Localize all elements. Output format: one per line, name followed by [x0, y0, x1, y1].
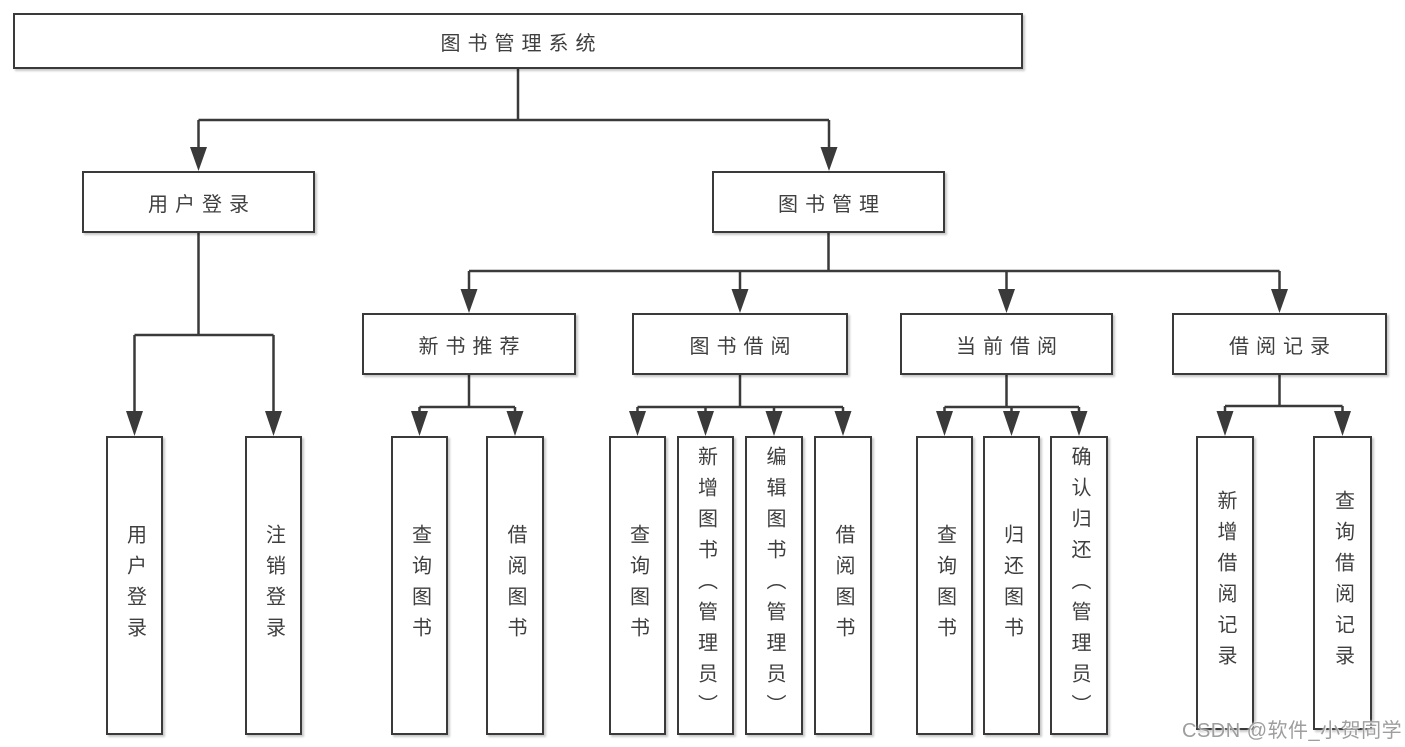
node-book-management-label: 图书管理: [778, 193, 886, 216]
node-leaf-borrow-query-books: 查询图书: [609, 436, 666, 735]
node-current-borrow-label: 当前借阅: [956, 335, 1064, 358]
node-leaf-return-books-label: 归还图书: [1000, 523, 1023, 648]
node-borrow-records: 借阅记录: [1172, 313, 1387, 375]
connector-currentborrow-to-children: [936, 375, 1088, 436]
node-leaf-borrow-query-books-label: 查询图书: [626, 523, 649, 648]
node-leaf-add-borrow-record: 新增借阅记录: [1196, 436, 1254, 730]
node-leaf-edit-books-admin: 编辑图书（管理员）: [745, 436, 803, 735]
connector-bookborrow-to-children: [629, 375, 852, 436]
node-leaf-newbook-borrow-books: 借阅图书: [486, 436, 544, 735]
node-leaf-add-borrow-record-label: 新增借阅记录: [1214, 490, 1236, 676]
node-leaf-user-login: 用户登录: [106, 436, 163, 735]
node-leaf-newbook-query-books: 查询图书: [391, 436, 448, 735]
node-root-label: 图书管理系统: [440, 32, 603, 55]
node-leaf-newbook-query-books-label: 查询图书: [408, 523, 431, 648]
node-leaf-logout: 注销登录: [245, 436, 302, 735]
node-root: 图书管理系统: [13, 13, 1023, 69]
node-leaf-current-query-books-label: 查询图书: [933, 523, 956, 648]
node-new-book-recommend-label: 新书推荐: [418, 335, 527, 358]
node-user-login-label: 用户登录: [148, 193, 256, 216]
node-leaf-add-books-admin: 新增图书（管理员）: [677, 436, 734, 735]
connector-userlogin-to-children: [126, 233, 282, 436]
connector-records-to-children: [1216, 375, 1351, 436]
node-book-management: 图书管理: [712, 171, 945, 233]
node-leaf-borrow-lend-books: 借阅图书: [814, 436, 872, 735]
node-leaf-newbook-borrow-books-label: 借阅图书: [504, 523, 526, 648]
node-leaf-borrow-lend-books-label: 借阅图书: [832, 523, 854, 648]
node-current-borrow: 当前借阅: [900, 313, 1113, 375]
connector-newbook-to-children: [411, 375, 524, 436]
node-leaf-query-borrow-record-label: 查询借阅记录: [1331, 490, 1354, 676]
node-leaf-add-books-admin-label: 新增图书（管理员）: [694, 446, 717, 725]
node-leaf-current-query-books: 查询图书: [916, 436, 973, 735]
node-book-borrow: 图书借阅: [632, 313, 848, 375]
node-leaf-user-login-label: 用户登录: [123, 523, 146, 648]
node-leaf-logout-label: 注销登录: [262, 523, 285, 648]
node-leaf-return-books: 归还图书: [983, 436, 1040, 735]
csdn-watermark: CSDN @软件_小贺同学: [1182, 720, 1403, 742]
node-borrow-records-label: 借阅记录: [1229, 335, 1337, 358]
node-new-book-recommend: 新书推荐: [362, 313, 576, 375]
node-leaf-edit-books-admin-label: 编辑图书（管理员）: [763, 446, 785, 725]
connector-root-to-level2: [190, 69, 838, 171]
node-leaf-confirm-return-admin: 确认归还（管理员）: [1050, 436, 1108, 735]
node-leaf-confirm-return-admin-label: 确认归还（管理员）: [1068, 446, 1090, 725]
node-book-borrow-label: 图书借阅: [689, 335, 798, 358]
connector-bookmgmt-to-level3: [460, 233, 1288, 313]
node-leaf-query-borrow-record: 查询借阅记录: [1313, 436, 1372, 730]
node-user-login: 用户登录: [82, 171, 315, 233]
